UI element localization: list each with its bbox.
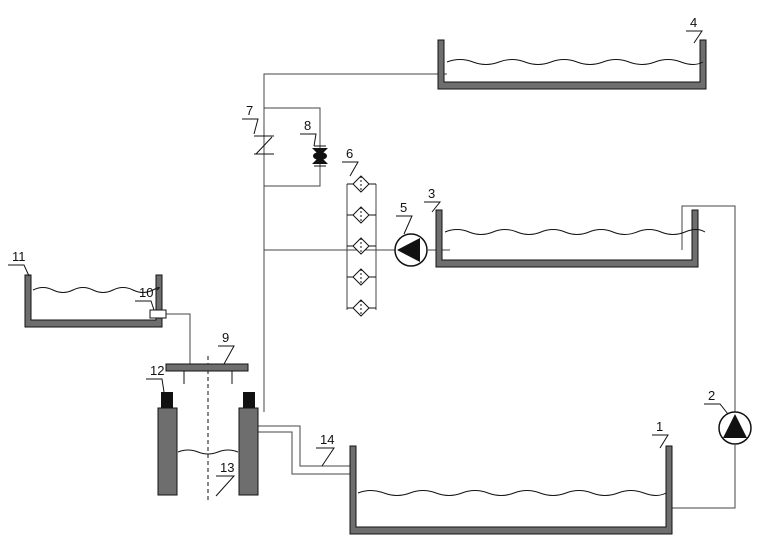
sensor-10	[149, 309, 167, 319]
label-14: 14	[316, 432, 335, 467]
reactor-left-wall	[157, 407, 178, 496]
pump-5	[394, 233, 428, 267]
pump2-line-pipe	[672, 205, 736, 509]
label-5: 5	[396, 200, 413, 235]
filter-element	[352, 206, 370, 224]
filter-bank-pipe	[346, 184, 377, 310]
label-8: 8	[300, 118, 317, 147]
filter-element	[352, 268, 370, 286]
label-1-text: 1	[656, 419, 663, 434]
label-8-text: 8	[304, 118, 311, 133]
tank-3-water-surface	[444, 229, 706, 235]
label-1: 1	[652, 419, 669, 449]
tank-3	[435, 209, 706, 268]
label-10-text: 10	[139, 285, 153, 300]
label-2: 2	[704, 388, 729, 415]
dosing-line-pipe	[166, 313, 191, 364]
label-3: 3	[424, 186, 442, 213]
label-12-text: 12	[150, 363, 164, 378]
label-6-text: 6	[346, 146, 353, 161]
filter-element	[352, 175, 370, 193]
pipework	[166, 73, 736, 509]
pump-2	[718, 411, 752, 445]
label-14-text: 14	[320, 432, 334, 447]
reactor-left-cap	[161, 392, 173, 408]
label-13: 13	[215, 460, 236, 497]
label-11: 11	[8, 249, 30, 277]
label-13-text: 13	[220, 460, 234, 475]
label-7-text: 7	[246, 103, 253, 118]
label-11-text: 11	[12, 249, 26, 264]
reactor-right-wall	[238, 407, 259, 496]
label-4-text: 4	[690, 15, 697, 30]
check-valve-7	[254, 135, 274, 155]
filter-element	[352, 237, 370, 255]
label-10: 10	[135, 285, 155, 311]
label-9-text: 9	[222, 330, 229, 345]
label-12: 12	[146, 363, 165, 393]
tank-11	[24, 274, 163, 328]
reactor-column	[157, 356, 259, 500]
overflow-pipe-outer	[258, 425, 350, 467]
filter-bank-6	[347, 175, 376, 317]
overflow-pipe-inner	[258, 431, 350, 475]
tank-4-water-surface	[446, 59, 704, 65]
tank-1	[349, 445, 673, 535]
bypass-loop-pipe	[264, 107, 321, 187]
filter-element	[352, 299, 370, 317]
label-4: 4	[686, 15, 703, 44]
valve-8	[312, 145, 328, 167]
label-5-text: 5	[400, 200, 407, 215]
tank-11-water-surface	[32, 287, 160, 293]
reactor-right-cap	[243, 392, 255, 408]
label-6: 6	[342, 146, 359, 177]
plate-9	[165, 363, 249, 372]
main-riser-pipe	[263, 73, 447, 412]
tank-1-water-surface	[357, 490, 667, 496]
label-2-text: 2	[708, 388, 715, 403]
label-9: 9	[218, 330, 235, 365]
label-7: 7	[242, 103, 259, 135]
tank-4	[437, 39, 707, 90]
label-3-text: 3	[428, 186, 435, 201]
